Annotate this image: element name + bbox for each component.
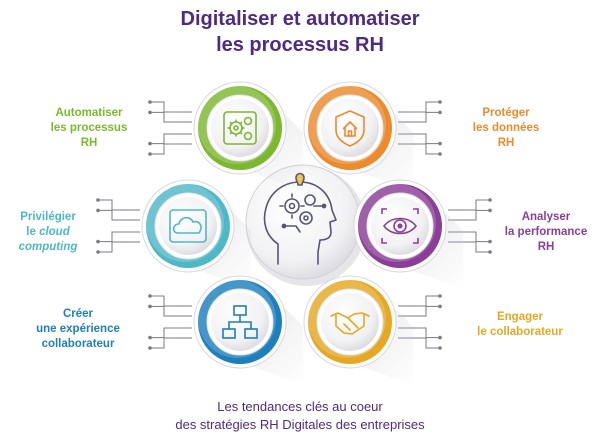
label-automatiser-line-1: Automatiser [55, 107, 123, 119]
page-title: Digitaliser et automatiser les processus… [0, 6, 600, 58]
disc-cloud [141, 179, 252, 290]
label-cloud-le: le [26, 226, 36, 238]
label-automatiser-line-3: RH [80, 137, 98, 149]
label-analyser-line-2: la performance [504, 226, 588, 238]
label-proteger: Protéger les données RH [456, 106, 556, 151]
label-engager-line-1: Engager [496, 311, 543, 323]
connector-automatiser [148, 100, 192, 156]
disc-experience [193, 275, 304, 386]
footer-caption: Les tendances clés au coeur des stratégi… [0, 398, 600, 434]
disc-engager [303, 275, 414, 386]
connector-cloud [96, 198, 140, 254]
connector-experience [148, 294, 192, 350]
trend-discs [141, 81, 464, 386]
label-proteger-line-1: Protéger [482, 107, 530, 119]
center-disc [245, 164, 366, 286]
label-automatiser: Automatiser les processus RH [34, 106, 144, 151]
label-cloud: Privilégier le cloud computing [2, 210, 94, 255]
label-cloud-word: cloud [39, 226, 70, 238]
disc-automatiser [193, 81, 304, 192]
label-experience-line-2: une expérience [36, 323, 120, 335]
footer-line-1: Les tendances clés au coeur [217, 399, 383, 414]
eye-icon [381, 208, 419, 244]
label-proteger-line-2: les données [472, 122, 540, 134]
label-engager-line-2: le collaborateur [477, 326, 563, 338]
org-chart-icon [222, 305, 258, 339]
label-cloud-line-3: computing [18, 241, 78, 253]
label-automatiser-line-2: les processus [50, 122, 128, 134]
label-engager: Engager le collaborateur [462, 310, 578, 340]
footer-line-2: des stratégies RH Digitales des entrepri… [175, 417, 425, 432]
label-analyser-line-1: Analyser [521, 211, 571, 223]
title-line-1: Digitaliser et automatiser [180, 8, 420, 30]
label-analyser-line-3: RH [537, 241, 555, 253]
label-experience-line-1: Créer [62, 308, 94, 320]
label-proteger-line-3: RH [497, 137, 515, 149]
shield-house-icon [335, 110, 365, 147]
cloud-icon [169, 209, 207, 243]
disc-analyser [353, 179, 464, 290]
disc-proteger [303, 81, 414, 192]
label-experience: Créer une expérience collaborateur [26, 307, 130, 352]
gears-icon [223, 111, 257, 145]
label-cloud-line-1: Privilégier [20, 211, 76, 223]
label-analyser: Analyser la performance RH [496, 210, 596, 255]
handshake-icon [330, 312, 370, 335]
label-experience-line-3: collaborateur [41, 338, 115, 350]
title-line-2: les processus RH [216, 34, 384, 56]
label-cloud-line-2: le cloud [2, 225, 94, 240]
